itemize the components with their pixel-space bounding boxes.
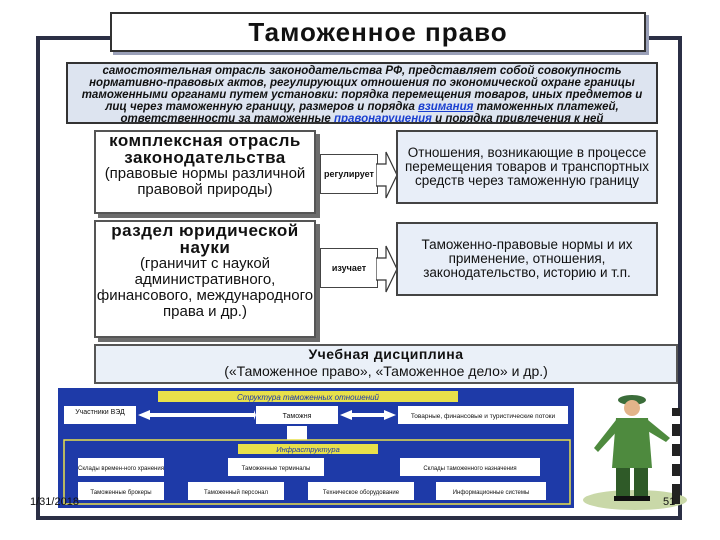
slide-title: Таможенное право [110,12,646,52]
infra-top-2: Таможня [283,413,312,420]
infra-bot-3: Техническое оборудование [323,490,400,496]
link-pravonarusheniya[interactable]: правонарушения [334,113,432,124]
infra-mid-2: Таможенные терминалы [242,466,311,472]
course-title: Учебная дисциплина [96,346,676,363]
box-complex-branch: комплексная отрасль законодательства (пр… [94,130,316,214]
box-science-section-head: раздел юридической науки [96,222,314,256]
footer-date: 1/31/2018 [30,496,79,508]
infra-top-3: Товарные, финансовые и туристические пот… [411,413,556,420]
box-complex-branch-head: комплексная отрасль законодательства [96,132,314,166]
infra-bot-1: Таможенные брокеры [90,490,151,496]
connector-reguliruet: регулирует [320,154,378,194]
box-science-section: раздел юридической науки (граничит с нау… [94,220,316,338]
infra-header: Структура таможенных отношений [237,393,380,402]
box-norms: Таможенно-правовые нормы и их применение… [396,222,658,296]
infra-mid-3: Склады таможенного назначения [423,466,516,472]
arrow-right-1 [376,150,398,200]
box-complex-branch-sub: (правовые нормы различной правовой приро… [96,166,314,198]
course-box: Учебная дисциплина («Таможенное право», … [94,344,678,384]
definition-text-end: и порядка привлечения к ней [432,113,604,124]
infra-label: Инфраструктура [276,445,340,454]
infra-bot-4: Информационные системы [453,490,530,496]
infrastructure-diagram: Структура таможенных отношений Участники… [58,388,574,508]
box-science-section-sub: (граничит с наукой административного, фи… [96,256,314,320]
connector-izuchaet: изучает [320,248,378,288]
arrow-right-2 [376,244,398,294]
definition-box: самостоятельная отрасль законодательства… [66,62,658,124]
box-relations: Отношения, возникающие в процессе переме… [396,130,658,204]
infra-mid-1: Склады времен-ного хранения [78,466,164,472]
page-number: 51 [663,496,675,508]
link-vzimaniya[interactable]: взимания [418,101,473,113]
infra-top-1: Участники ВЭД [75,409,125,416]
infra-bot-2: Таможенный персонал [204,489,268,496]
course-subtitle: («Таможенное право», «Таможенное дело» и… [96,363,676,380]
